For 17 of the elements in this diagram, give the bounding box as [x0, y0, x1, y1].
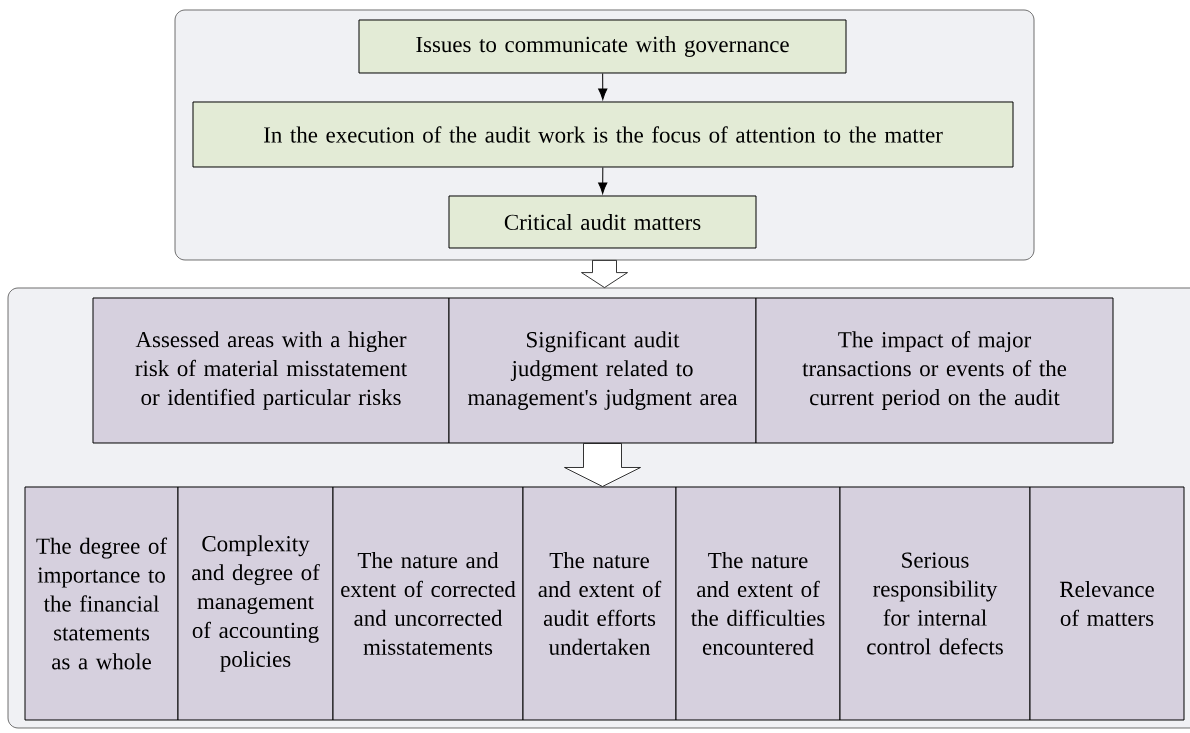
- table-cell: The nature and extent of the difficulties encountered: [675, 486, 841, 721]
- table-cell: The nature and extent of audit efforts undertaken: [522, 486, 677, 721]
- block-arrow: [564, 443, 641, 487]
- table-cell: Assessed areas with a higher risk of material misstatement or identified particular risks: [92, 297, 450, 444]
- table-cell: Relevance of matters: [1029, 486, 1185, 721]
- table-cell: The impact of major transactions or events of the current period on the audit: [755, 297, 1114, 444]
- table-cell: Serious responsibility for internal control defects: [839, 486, 1031, 721]
- table-cell: Significant audit judgment related to management's judgment area: [448, 297, 757, 444]
- block-arrow: [581, 260, 628, 288]
- table-cell: The nature and extent of corrected and uncorrected misstatements: [332, 486, 524, 721]
- process-box: Critical audit matters: [448, 195, 757, 249]
- table-cell: Complexity and degree of management of accounting policies: [177, 486, 334, 721]
- table-cell: The degree of importance to the financial statements as a whole: [24, 486, 179, 721]
- process-box: Issues to communicate with governance: [358, 19, 847, 74]
- process-box: In the execution of the audit work is the focus of attention to the matter: [192, 101, 1014, 168]
- arrow: [598, 167, 608, 194]
- arrow: [598, 73, 608, 100]
